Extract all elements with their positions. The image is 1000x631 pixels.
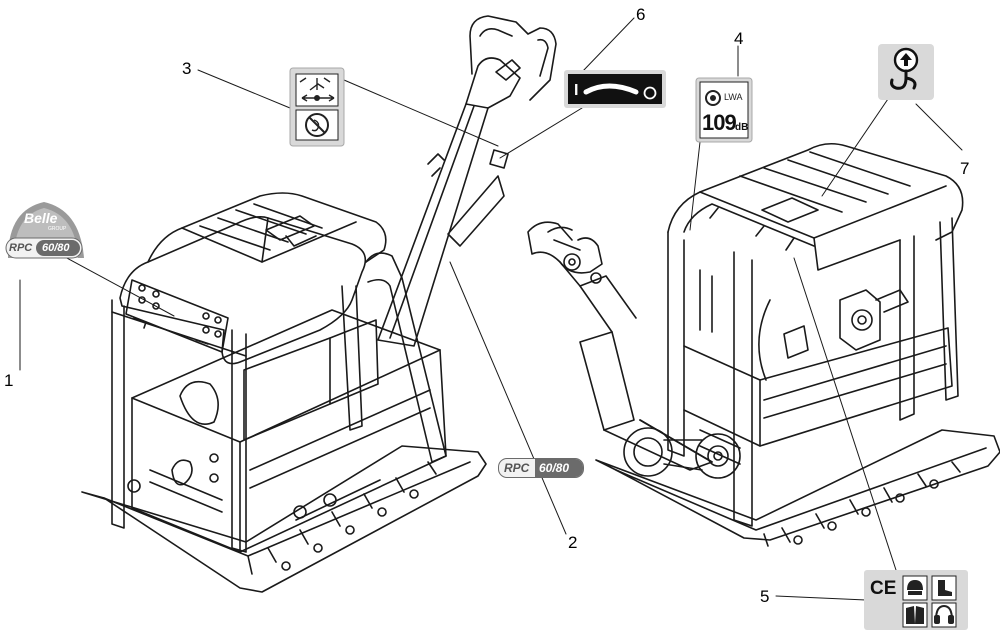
ear-protection-icon — [931, 602, 957, 628]
callout-1: 1 — [4, 371, 14, 390]
brand-model-suffix: 60/80 — [42, 242, 70, 254]
lifting-point-icon — [878, 44, 934, 100]
belle-logo-text: Belle — [24, 210, 58, 226]
left-machine — [81, 15, 557, 593]
noise-unit: dB — [735, 122, 749, 133]
ppe-boot-icon — [931, 575, 957, 601]
throttle-right-label: O — [676, 60, 677, 61]
noise-value: 109 — [702, 110, 737, 135]
callout-4: 4 — [734, 29, 744, 48]
side-model-suffix: 60/80 — [539, 461, 570, 475]
handle-direction-icon — [289, 67, 345, 147]
throttle-icon — [564, 70, 666, 108]
throttle-left-label: I — [574, 82, 579, 99]
ppe-helmet-icon — [902, 575, 928, 601]
right-machine — [527, 142, 1000, 547]
manual-book-icon — [902, 602, 928, 628]
ce-mark: CE — [870, 578, 897, 599]
side-model-badge: RPC 60/80 — [498, 458, 584, 478]
brand-model-prefix: RPC — [9, 242, 33, 254]
callout-2: 2 — [568, 533, 578, 552]
side-model-prefix: RPC — [504, 461, 530, 475]
callout-6: 6 — [636, 5, 646, 24]
belle-logo-subtext: GROUP — [48, 226, 67, 232]
noise-level-icon — [695, 77, 753, 143]
callout-5: 5 — [760, 587, 770, 606]
callout-7: 7 — [960, 159, 970, 178]
leader-lines — [19, 17, 963, 601]
noise-label: LWA — [724, 92, 743, 102]
callout-3: 3 — [182, 59, 192, 78]
belle-logo-icon — [5, 202, 84, 259]
